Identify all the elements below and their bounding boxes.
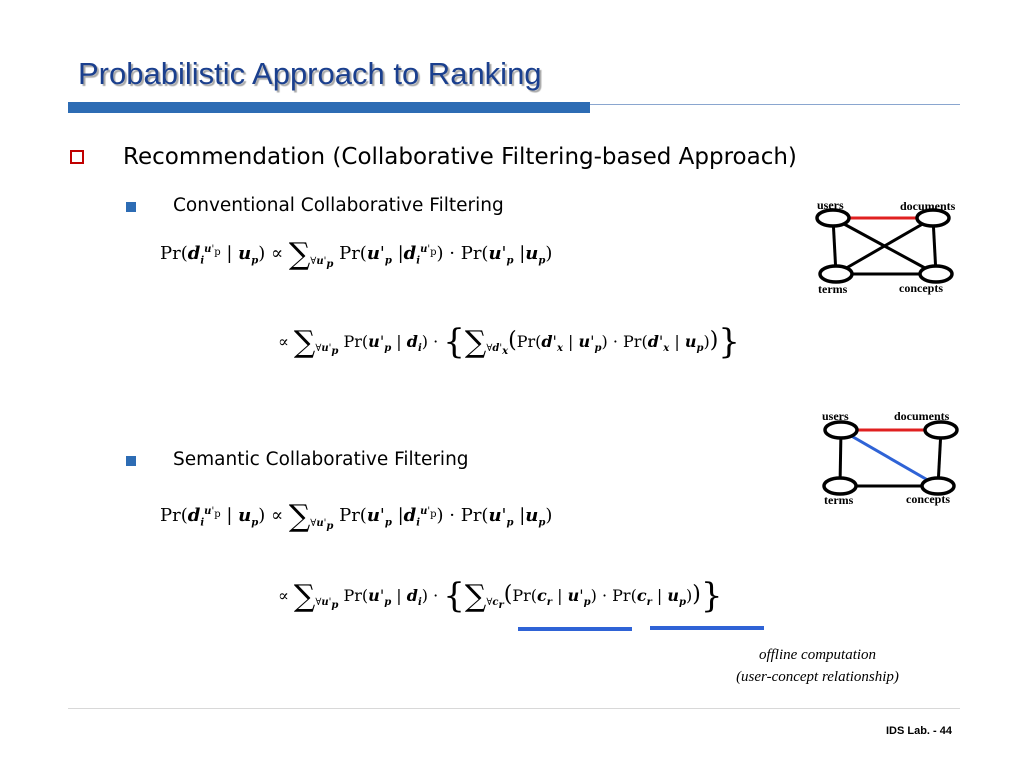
section-label-conventional: Conventional Collaborative Filtering — [173, 195, 504, 216]
terms-node — [822, 476, 858, 496]
note-line-2: (user-concept relationship) — [736, 669, 899, 685]
documents-label: documents — [894, 409, 950, 423]
footer-page-label: IDS Lab. - 44 — [885, 725, 952, 737]
equation-semantic-2: ∝ ∑∀u'p Pr(u'p | di) · {∑∀cr(Pr(cr | u'p… — [278, 576, 723, 616]
filled-square-bullet-icon — [126, 202, 136, 212]
square-bullet-icon — [70, 150, 84, 164]
slide-title: Probabilistic Approach to Ranking — [78, 56, 542, 91]
section-label-semantic: Semantic Collaborative Filtering — [173, 449, 469, 470]
users-node — [823, 420, 859, 440]
equation-semantic-1: Pr(diu'p | up) ∝ ∑∀u'p Pr(u'p |diu'p) · … — [160, 499, 553, 534]
documents-node — [915, 208, 951, 228]
note-line-1: offline computation — [758, 647, 877, 663]
footer-divider — [68, 708, 960, 709]
documents-label: documents — [900, 199, 956, 213]
offline-term-underline — [650, 626, 764, 630]
title-underline-bar — [68, 102, 590, 113]
terms-node — [818, 264, 854, 284]
concepts-label: concepts — [906, 492, 950, 506]
offline-computation-note: offline computation (user-concept relati… — [700, 644, 935, 688]
users-label: users — [822, 409, 849, 423]
graph-conventional: users documents terms concepts — [815, 198, 956, 296]
concepts-node — [918, 264, 954, 284]
offline-term-underline — [518, 627, 632, 631]
users-label: users — [817, 198, 844, 212]
concepts-label: concepts — [899, 281, 943, 295]
users-node — [815, 208, 851, 228]
equation-conventional-2: ∝ ∑∀u'p Pr(u'p | di) · {∑∀d'x(Pr(d'x | u… — [278, 322, 740, 362]
terms-label: terms — [818, 282, 848, 296]
terms-label: terms — [824, 493, 854, 507]
documents-node — [923, 420, 959, 440]
graph-semantic: users documents terms concepts — [822, 409, 959, 507]
title-underline-rule — [590, 104, 960, 105]
equation-conventional-1: Pr(diu'p | up) ∝ ∑∀u'p Pr(u'p |diu'p) · … — [160, 237, 553, 272]
main-bullet-text: Recommendation (Collaborative Filtering-… — [123, 144, 797, 170]
concepts-node — [920, 476, 956, 496]
filled-square-bullet-icon — [126, 456, 136, 466]
